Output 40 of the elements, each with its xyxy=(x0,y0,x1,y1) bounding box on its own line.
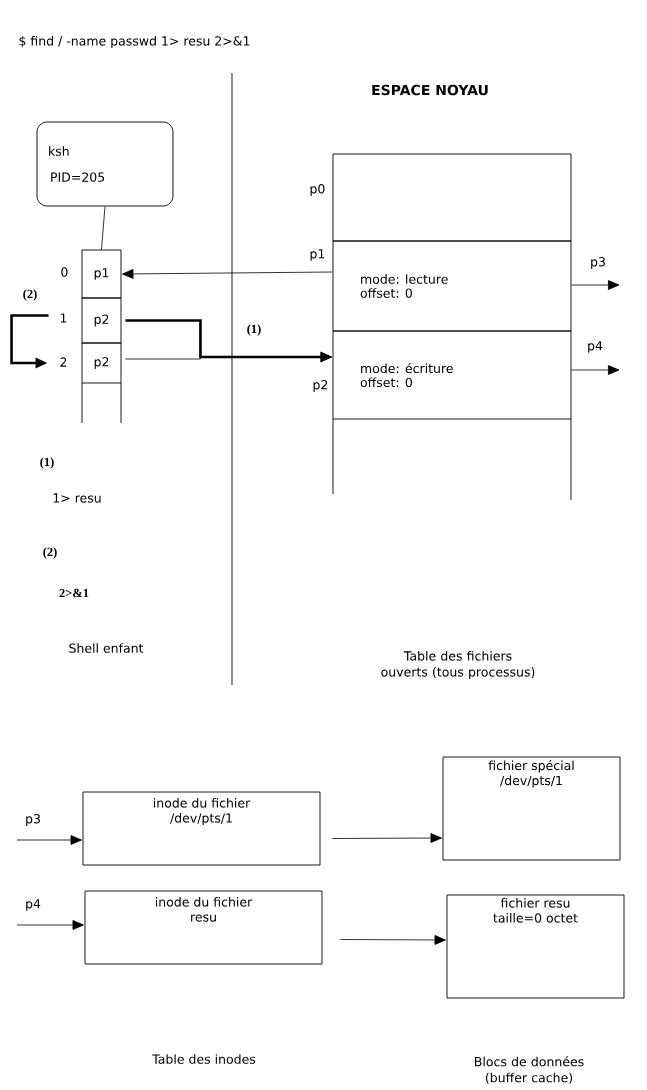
inode-box: inode du fichier /dev/pts/1 xyxy=(82,791,321,866)
arrow xyxy=(16,920,84,930)
arrow xyxy=(332,833,442,843)
edge-label: p3 xyxy=(24,813,42,827)
edge-label: p4 xyxy=(586,340,604,354)
arrow xyxy=(125,352,332,362)
heading: ESPACE NOYAU xyxy=(372,84,488,96)
callout-number: (2) xyxy=(43,547,57,559)
command-line: $ find / -name passwd 1> resu 2>&1 xyxy=(19,35,250,49)
inode-box: inode du fichier resu xyxy=(84,890,323,965)
edge-label: p3 xyxy=(589,256,607,270)
arrow xyxy=(340,935,446,945)
note-text: 1> resu xyxy=(53,493,101,503)
arrow xyxy=(16,835,82,845)
data-block-box: fichier spécial /dev/pts/1 xyxy=(442,756,621,861)
process-box: ksh PID=205 xyxy=(36,121,174,207)
beside-label: p0 xyxy=(310,184,325,196)
beside-label: 0 xyxy=(61,267,68,277)
edge-label: (1) xyxy=(245,323,263,337)
table-cell: p1 xyxy=(81,249,122,299)
data-block-box: fichier resu taille=0 octet xyxy=(446,894,625,999)
edge-label: (2) xyxy=(21,288,39,302)
callout-number: (1) xyxy=(40,457,54,469)
beside-label: p2 xyxy=(313,380,328,392)
note-text: 2>&1 xyxy=(59,588,89,598)
caption: Table des inodes xyxy=(152,1054,256,1064)
edge-label: p4 xyxy=(24,898,42,912)
arrow xyxy=(122,269,333,279)
table-row: mode: écriture offset: 0 xyxy=(332,330,572,420)
arrow xyxy=(571,365,620,375)
table-row: mode: lecture offset: 0 xyxy=(332,240,572,332)
beside-label: 1 xyxy=(60,313,67,323)
table-cell: p2 xyxy=(81,342,122,384)
caption: Blocs de données (buffer cache) xyxy=(475,1056,584,1084)
beside-label: p1 xyxy=(310,249,325,261)
table-cell: p2 xyxy=(81,297,122,344)
arrow xyxy=(571,280,620,290)
beside-label: 2 xyxy=(60,357,67,367)
caption: Shell enfant xyxy=(69,643,144,653)
caption: Table des fichiers ouverts (tous processus) xyxy=(381,650,535,680)
